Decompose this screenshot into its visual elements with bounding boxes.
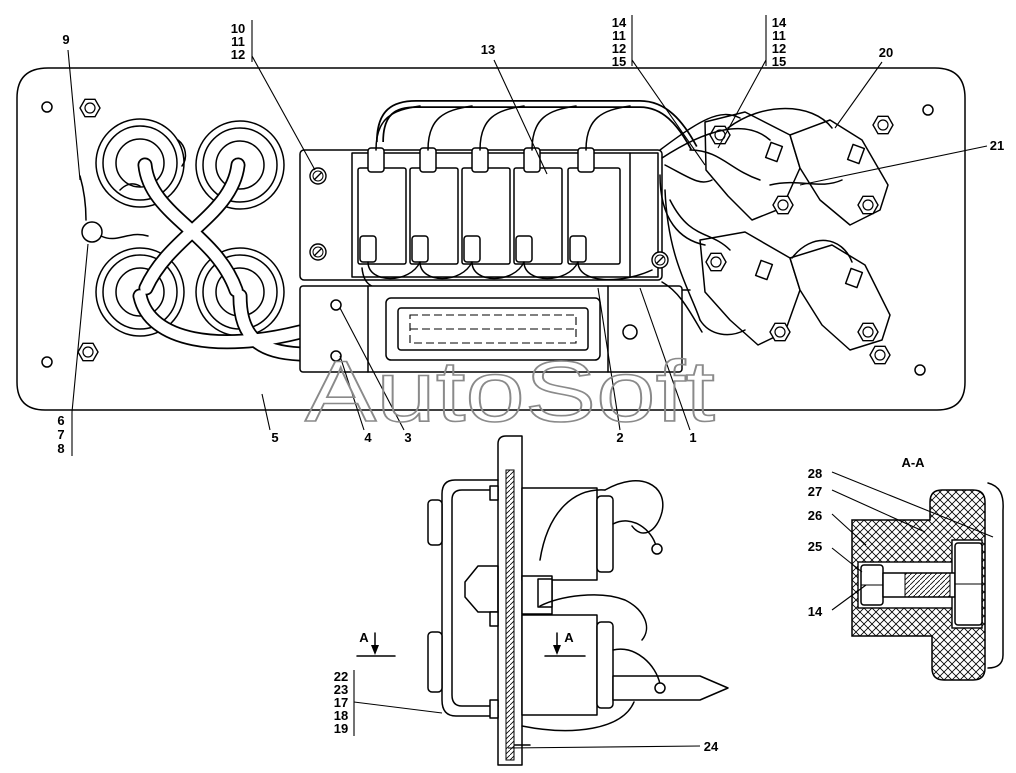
multi-pin-connector (385, 297, 601, 361)
callout-17: 17 (334, 695, 348, 710)
callout-15: 15 (772, 54, 786, 69)
cable-clip (79, 139, 187, 243)
callout-14: 14 (612, 15, 627, 30)
callout-27: 27 (808, 484, 822, 499)
callout-20: 20 (879, 45, 893, 60)
callout-12: 12 (772, 41, 786, 56)
callout-9: 9 (62, 32, 69, 47)
relay (409, 147, 459, 265)
callout-11: 11 (612, 28, 626, 43)
callout-28: 28 (808, 466, 822, 481)
callout-12: 12 (612, 41, 626, 56)
grommets (95, 118, 285, 337)
grommet (95, 247, 185, 337)
callout-13: 13 (481, 42, 495, 57)
callout-24: 24 (704, 739, 719, 754)
section-mark-left-label: A (359, 630, 369, 645)
callout-6: 6 (57, 413, 64, 428)
side-view (427, 435, 729, 766)
callout-18: 18 (334, 708, 348, 723)
callout-14: 14 (808, 604, 823, 619)
wire-tubes (140, 165, 300, 354)
callout-5: 5 (271, 430, 278, 445)
callout-8: 8 (57, 441, 64, 456)
callout-4: 4 (364, 430, 372, 445)
relay (357, 147, 407, 265)
callout-7: 7 (57, 427, 64, 442)
callout-23: 23 (334, 682, 348, 697)
callout-26: 26 (808, 508, 822, 523)
callout-10: 10 (231, 21, 245, 36)
mounting-plate (16, 67, 966, 411)
mounting-holes (41, 101, 934, 376)
section-mark-right-label: A (564, 630, 574, 645)
callout-19: 19 (334, 721, 348, 736)
callout-14: 14 (772, 15, 787, 30)
callout-11: 11 (772, 28, 786, 43)
grommet (195, 120, 285, 210)
callout-12: 12 (231, 47, 245, 62)
callouts-plan-view: 9 10 11 12 13 14 11 12 15 14 11 12 15 20… (57, 15, 1004, 456)
callouts-side-view: 22 23 17 18 19 24 (334, 669, 719, 754)
callout-1: 1 (689, 430, 696, 445)
relays (357, 147, 621, 265)
callout-2: 2 (616, 430, 623, 445)
callout-11: 11 (231, 34, 245, 49)
leader-lines (67, 15, 994, 749)
section-title: A-A (901, 455, 925, 470)
watermark: AutoSoft (305, 344, 715, 440)
callout-3: 3 (404, 430, 411, 445)
callout-22: 22 (334, 669, 348, 684)
section-mark-right: A (544, 630, 586, 657)
callouts-section-view: A-A 28 27 26 25 14 (808, 455, 925, 619)
relay (461, 147, 511, 265)
fuse-wiring (659, 107, 853, 336)
callout-21: 21 (990, 138, 1004, 153)
callout-15: 15 (612, 54, 626, 69)
fuse-holders (699, 111, 891, 351)
callout-25: 25 (808, 539, 822, 554)
section-a-a (851, 482, 1004, 681)
section-mark-left: A (356, 630, 396, 657)
